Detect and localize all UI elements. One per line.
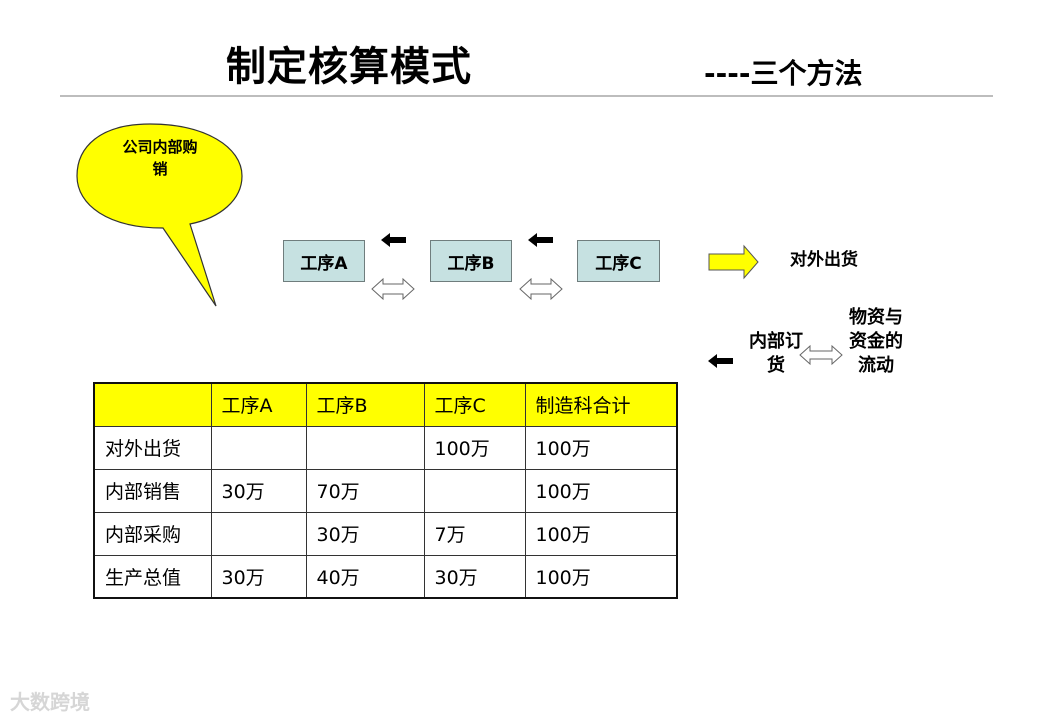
page-subtitle: ----三个方法 (704, 57, 863, 90)
table-cell: 对外出货 (93, 425, 212, 470)
accounting-table: 工序A 工序B 工序C 制造科合计 对外出货 100万 100万 内部销售 30… (93, 382, 678, 599)
table-cell: 内部采购 (93, 511, 212, 556)
table-cell (210, 425, 307, 470)
internal-order-label: 内部订 货 (744, 330, 808, 378)
flow-line2: 资金的 (849, 331, 903, 352)
table-cell: 30万 (210, 554, 307, 599)
black-left-arrow-1 (381, 233, 406, 247)
table-row: 对外出货 100万 100万 (93, 425, 678, 470)
internal-order-line1: 内部订 (749, 331, 803, 352)
title-divider (60, 95, 993, 97)
table-cell: 100万 (524, 554, 678, 599)
table-cell: 内部销售 (93, 468, 212, 513)
header-cell: 制造科合计 (524, 382, 678, 427)
table-cell: 30万 (210, 468, 307, 513)
double-arrow-legend (799, 344, 843, 366)
bubble-text-line1: 公司内部购 (122, 138, 198, 156)
table-cell: 40万 (305, 554, 425, 599)
double-arrow-ab (371, 277, 415, 301)
table-row: 内部采购 30万 7万 100万 (93, 511, 678, 556)
internal-order-line2: 货 (767, 355, 785, 376)
external-shipment-label: 对外出货 (790, 250, 858, 270)
bubble-text: 公司内部购 销 (104, 136, 216, 180)
table-cell: 100万 (423, 425, 526, 470)
process-step-b: 工序B (430, 240, 512, 282)
table-cell (423, 468, 526, 513)
process-step-c: 工序C (577, 240, 660, 282)
black-left-arrow-2 (528, 233, 553, 247)
table-cell (305, 425, 425, 470)
page-title: 制定核算模式 (226, 44, 472, 90)
table-cell: 7万 (423, 511, 526, 556)
black-left-arrow-legend (708, 354, 733, 368)
table-cell: 30万 (305, 511, 425, 556)
table-header-row: 工序A 工序B 工序C 制造科合计 (93, 382, 678, 427)
header-cell (93, 382, 212, 427)
header-cell: 工序B (305, 382, 425, 427)
table-row: 内部销售 30万 70万 100万 (93, 468, 678, 513)
process-step-a: 工序A (283, 240, 365, 282)
flow-label: 物资与 资金的 流动 (838, 306, 914, 378)
flow-line3: 流动 (858, 355, 894, 376)
table-cell: 100万 (524, 511, 678, 556)
table-cell: 100万 (524, 425, 678, 470)
watermark: 大数跨境 (10, 690, 90, 714)
table-cell: 生产总值 (93, 554, 212, 599)
table-cell: 70万 (305, 468, 425, 513)
flow-line1: 物资与 (849, 307, 903, 328)
header-cell: 工序A (210, 382, 307, 427)
table-row: 生产总值 30万 40万 30万 100万 (93, 554, 678, 599)
header-cell: 工序C (423, 382, 526, 427)
table-cell: 100万 (524, 468, 678, 513)
yellow-right-arrow (708, 244, 759, 280)
bubble-text-line2: 销 (152, 160, 168, 178)
table-cell (210, 511, 307, 556)
double-arrow-bc (519, 277, 563, 301)
table-cell: 30万 (423, 554, 526, 599)
